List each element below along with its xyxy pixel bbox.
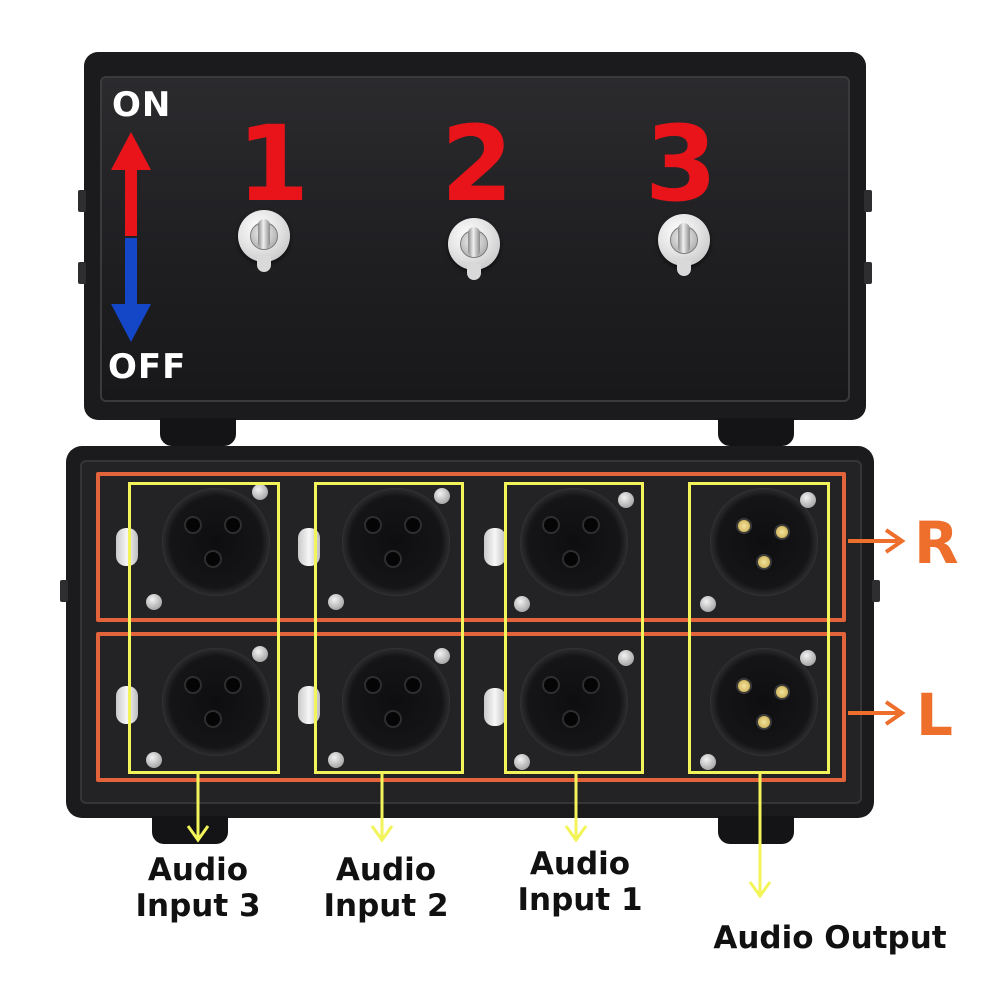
panel-screw <box>514 754 530 770</box>
audio-input-3-line1: Audio <box>147 852 249 888</box>
toggle-switch-2[interactable] <box>448 218 500 280</box>
side-bracket <box>872 580 880 602</box>
side-bracket <box>864 190 872 212</box>
panel-screw <box>252 646 268 662</box>
audio-input-2-line2: Input 2 <box>323 888 449 924</box>
panel-screw <box>800 492 816 508</box>
switch-number-1: 1 <box>236 103 310 225</box>
audio-input-1-label: Audio Input 1 <box>500 846 660 918</box>
panel-screw <box>618 492 634 508</box>
switch-number-2: 2 <box>440 103 514 225</box>
left-channel-highlight <box>96 632 846 782</box>
toggle-switch-1[interactable] <box>238 210 290 272</box>
side-bracket <box>78 262 86 284</box>
xlr-output-left[interactable] <box>710 648 818 756</box>
rubber-foot <box>718 816 794 844</box>
right-channel-highlight <box>96 472 846 622</box>
xlr-output-right[interactable] <box>710 488 818 596</box>
xlr-input-1-left[interactable] <box>520 648 628 756</box>
audio-output-label: Audio Output <box>713 920 947 956</box>
rubber-foot <box>152 816 228 844</box>
rubber-foot <box>160 418 236 446</box>
switch-number-3: 3 <box>644 103 718 225</box>
panel-screw <box>146 594 162 610</box>
xlr-input-3-left[interactable] <box>162 648 270 756</box>
side-bracket <box>78 190 86 212</box>
audio-input-1-line2: Input 1 <box>517 882 643 918</box>
xlr-input-1-right[interactable] <box>520 488 628 596</box>
xlr-release-latch[interactable] <box>116 528 138 566</box>
panel-screw <box>434 488 450 504</box>
panel-screw <box>800 650 816 666</box>
panel-screw <box>434 648 450 664</box>
panel-screw <box>618 650 634 666</box>
xlr-input-3-right[interactable] <box>162 488 270 596</box>
on-off-direction-arrows <box>111 132 151 342</box>
on-label: ON <box>112 85 172 125</box>
toggle-switch-3[interactable] <box>658 214 710 276</box>
right-channel-label: R <box>914 509 959 577</box>
input-3-highlight <box>128 482 280 774</box>
xlr-release-latch[interactable] <box>116 686 138 724</box>
xlr-release-latch[interactable] <box>484 688 506 726</box>
input-2-highlight <box>314 482 464 774</box>
left-channel-arrow-icon <box>848 700 906 726</box>
output-highlight <box>688 482 830 774</box>
side-bracket <box>60 580 68 602</box>
panel-screw <box>700 596 716 612</box>
audio-input-1-line1: Audio <box>529 846 631 882</box>
audio-input-2-label: Audio Input 2 <box>306 852 466 924</box>
up-arrow-icon <box>111 132 151 236</box>
audio-input-3-line2: Input 3 <box>135 888 261 924</box>
panel-screw <box>252 484 268 500</box>
down-arrow-icon <box>111 238 151 342</box>
xlr-input-2-left[interactable] <box>342 648 450 756</box>
panel-screw <box>146 752 162 768</box>
panel-screw <box>700 754 716 770</box>
left-channel-label: L <box>916 681 953 749</box>
panel-screw <box>514 596 530 612</box>
side-bracket <box>864 262 872 284</box>
input-1-highlight <box>504 482 644 774</box>
off-label: OFF <box>108 347 187 387</box>
audio-input-2-line1: Audio <box>335 852 437 888</box>
right-channel-arrow-icon <box>848 528 906 554</box>
xlr-input-2-right[interactable] <box>342 488 450 596</box>
panel-screw <box>328 594 344 610</box>
audio-input-3-label: Audio Input 3 <box>118 852 278 924</box>
rubber-foot <box>718 418 794 446</box>
panel-screw <box>328 752 344 768</box>
xlr-release-latch[interactable] <box>484 528 506 566</box>
